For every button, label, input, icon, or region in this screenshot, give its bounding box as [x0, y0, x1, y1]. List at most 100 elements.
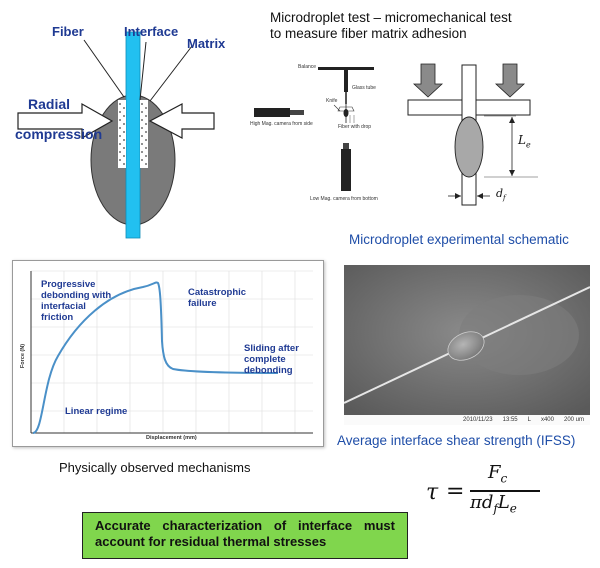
progressive-line-2: debonding with [41, 290, 112, 301]
test-setup-schematic: Balance Glass tube Knife High Mag. camer… [248, 55, 398, 220]
formula-denominator: πdfLe [470, 492, 517, 516]
left-compression-arrow [17, 102, 114, 140]
catastrophic-line-2: failure [188, 298, 217, 309]
header-text: Microdroplet test – micromechanical test… [270, 10, 590, 42]
den-pi: π [470, 492, 482, 513]
fiber-pointer-line [83, 39, 125, 98]
balance-label: Balance [298, 64, 317, 70]
schematic-caption: Microdroplet experimental schematic [349, 232, 569, 247]
sem-surface-blob [459, 295, 579, 375]
balance-stem [344, 70, 348, 92]
force-displacement-graph: Force (N) Displacement (mm) Progressive … [12, 260, 324, 447]
sem-info-bar: 2010/11/23 13:55 L x400 200 um [344, 415, 590, 425]
low-mag-lens [343, 143, 349, 149]
interface-pointer-line [139, 41, 147, 101]
loading-schematic-svg [407, 63, 538, 206]
df-letter: d [496, 187, 504, 200]
le-arrow-bottom [509, 170, 515, 176]
right-compression-arrow [148, 103, 215, 139]
le-letter: L [518, 133, 526, 147]
sem-date: 2010/11/23 [463, 417, 493, 423]
ifss-formula: τ = Fc πdfLe [426, 462, 586, 520]
graph-svg [30, 270, 313, 434]
interface-dots [119, 103, 147, 165]
header-line-1: Microdroplet test – micromechanical test [270, 10, 512, 25]
numerator-F: F [488, 462, 501, 483]
sliding-line-3: debonding [244, 365, 293, 376]
fiber-droplet-diagram: Fiber Interface Matrix Radial compressio… [0, 0, 250, 245]
radial-label: Radial [28, 96, 71, 112]
catastrophic-line-1: Catastrophic [188, 287, 247, 298]
den-d: d [481, 492, 494, 513]
high-mag-lens [290, 110, 304, 115]
high-mag-label: High Mag. camera from side [250, 121, 313, 127]
right-knife-blade [469, 99, 531, 116]
linear-line: Linear regime [65, 406, 128, 417]
progressive-line-4: friction [41, 312, 74, 323]
formula-numerator: Fc [488, 462, 507, 486]
sliding-line-2: complete [244, 354, 286, 365]
high-mag-camera [254, 108, 290, 117]
knife-line [333, 104, 341, 112]
right-load-arrow [494, 63, 526, 98]
fiber-droplet-svg [17, 31, 215, 239]
formula-tau: τ [426, 480, 439, 505]
left-load-arrow [412, 63, 444, 98]
df-arrow-right [477, 193, 483, 199]
schematic-droplet [454, 116, 484, 178]
low-mag-camera [341, 149, 351, 191]
annotation-linear: Linear regime [65, 406, 127, 417]
interface-layer-right [140, 100, 148, 168]
sem-svg [343, 265, 591, 415]
header-line-2: to measure fiber matrix adhesion [270, 26, 467, 41]
df-subscript: f [503, 194, 506, 203]
le-arrow-top [509, 117, 515, 123]
sem-mag: x400 [540, 417, 554, 423]
den-L-sub: e [509, 501, 517, 516]
left-knife-blade [407, 99, 469, 116]
test-setup-svg [254, 67, 374, 191]
formula-equals: = [446, 479, 465, 504]
matrix-pointer-line [149, 45, 193, 102]
sem-image: 2010/11/23 13:55 L x400 200 um [343, 265, 591, 425]
annotation-catastrophic: Catastrophic failure [188, 287, 246, 309]
df-label: df [496, 187, 506, 202]
glass-tube [345, 92, 347, 104]
progressive-line-3: interfacial [41, 301, 86, 312]
matrix-label: Matrix [187, 36, 226, 51]
knife-label: Knife [326, 98, 338, 104]
sliding-line-1: Sliding after [244, 343, 299, 354]
annotation-progressive: Progressive debonding with interfacial f… [41, 279, 111, 323]
interface-label: Interface [124, 24, 179, 39]
df-arrow-left [455, 193, 461, 199]
progressive-line-1: Progressive [41, 279, 96, 290]
graph-xlabel: Displacement (mm) [146, 435, 197, 441]
den-L: L [497, 492, 510, 513]
fiber-rod [125, 31, 141, 239]
interface-layer-left [118, 100, 126, 168]
setup-drop [343, 109, 349, 117]
le-label: Le [518, 133, 531, 149]
conclusion-box: Accurate characterization of interface m… [82, 512, 408, 559]
loading-schematic: Le df [398, 55, 598, 225]
glass-tube-label: Glass tube [352, 85, 376, 91]
graph-grid [31, 270, 313, 433]
le-subscript: e [525, 140, 531, 150]
graph-ylabel: Force (N) [20, 343, 27, 369]
sem-time: 13:55 [502, 417, 518, 423]
compression-label: compression [15, 126, 103, 142]
numerator-sub: c [500, 471, 508, 486]
ifss-caption: Average interface shear strength (IFSS) [337, 433, 576, 448]
graph-caption: Physically observed mechanisms [59, 460, 251, 475]
annotation-sliding: Sliding after complete debonding [244, 343, 299, 376]
den-d-sub: f [493, 501, 498, 516]
formula-fraction-bar [470, 490, 540, 492]
sem-mode: L [527, 417, 531, 423]
fiber-with-drop-label: Fiber with drop [338, 124, 372, 130]
sem-scale: 200 um [563, 417, 584, 423]
balance-plate [318, 67, 374, 70]
force-curve [32, 281, 279, 434]
sem-droplet [447, 331, 485, 361]
fiber-label: Fiber [52, 24, 84, 39]
low-mag-label: Low Mag. camera from bottom [310, 196, 378, 202]
